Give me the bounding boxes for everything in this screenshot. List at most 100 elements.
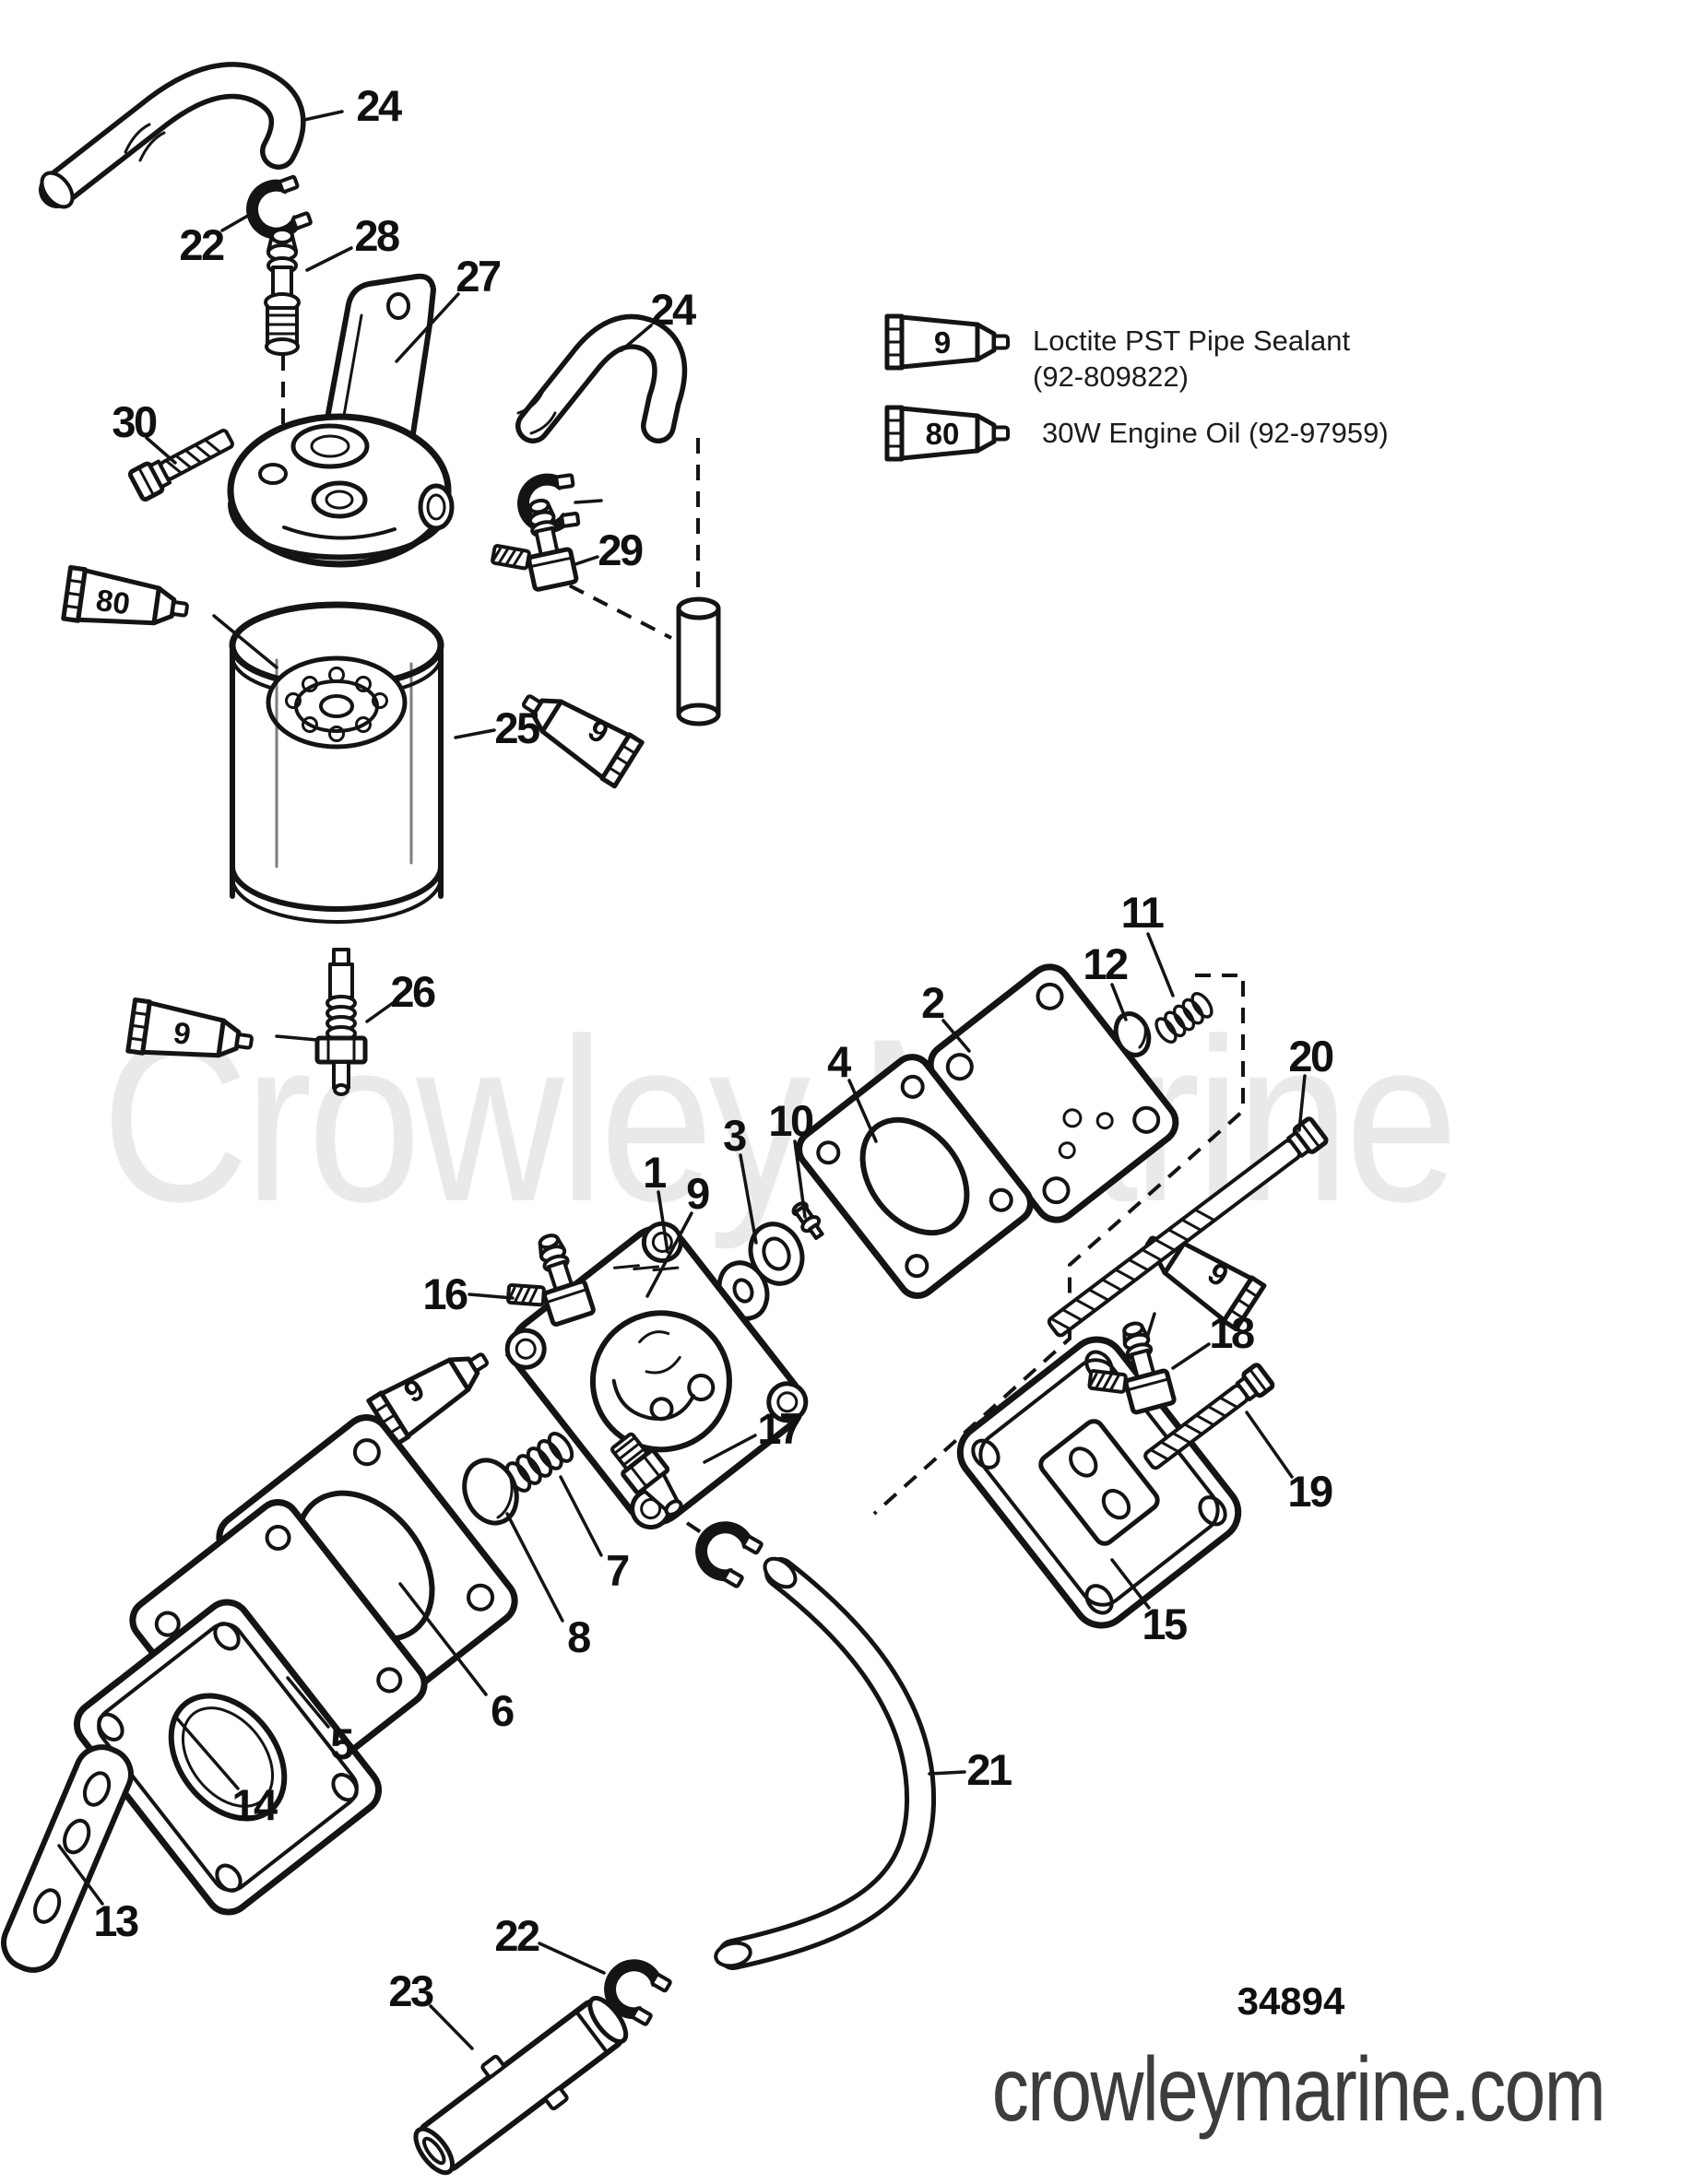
fitting-26 [314, 948, 368, 1096]
callout-leader-20 [1297, 1074, 1307, 1132]
clamp-mid-leader [574, 499, 603, 504]
callout-29: 29 [574, 525, 645, 574]
callout-number-21: 21 [966, 1745, 1012, 1794]
legend-code-9: 9 [934, 325, 951, 360]
callout-leader-13 [57, 1844, 104, 1906]
callout-18: 18 [1171, 1308, 1256, 1370]
callout-28: 28 [305, 211, 401, 272]
callout-17: 17 [703, 1404, 804, 1464]
callout-leader-19 [1245, 1411, 1294, 1479]
callout-number-26: 26 [390, 967, 435, 1016]
callout-leader-22 [538, 1942, 606, 1975]
callout-number-4: 4 [827, 1037, 851, 1086]
legend-text-oil: 30W Engine Oil (92-97959) [1042, 417, 1389, 449]
dash-to-stub [545, 572, 672, 640]
tube9a-leader [275, 1034, 319, 1042]
callout-number-10: 10 [768, 1096, 813, 1145]
callout-number-19: 19 [1287, 1467, 1332, 1516]
callout-14: 14 [175, 1717, 279, 1829]
callout-20: 20 [1288, 1032, 1335, 1132]
callout-24: 24 [302, 81, 404, 130]
callout-number-16: 16 [422, 1269, 468, 1318]
callout-13: 13 [57, 1844, 140, 1945]
legend: 9 Loctite PST Pipe Sealant (92-809822) 8… [887, 316, 1389, 459]
callout-leader-7 [559, 1475, 603, 1557]
hose-break-mark [124, 123, 166, 162]
site-url-text: crowleymarine.com [992, 2038, 1604, 2139]
callout-leader-10 [793, 1139, 807, 1219]
callout-leader-6 [398, 1582, 488, 1696]
tube80-leader [212, 614, 278, 669]
callout-10: 10 [768, 1096, 815, 1219]
callout-leader-17 [703, 1434, 757, 1464]
callout-number-6: 6 [491, 1686, 514, 1735]
callout-leader-8 [505, 1512, 564, 1623]
callout-5: 5 [286, 1676, 356, 1768]
callout-leader-4 [847, 1079, 878, 1143]
callout-number-1: 1 [643, 1148, 666, 1197]
callout-number-14: 14 [231, 1780, 278, 1829]
callout-leader-15 [1110, 1558, 1151, 1610]
callout-number-20: 20 [1288, 1032, 1333, 1080]
callout-1: 1 [643, 1148, 669, 1254]
callout-9: 9 [645, 1169, 712, 1298]
callout-number-30: 30 [112, 397, 157, 446]
callout-number-29: 29 [598, 525, 643, 574]
callout-number-18: 18 [1209, 1308, 1254, 1357]
oil-filter-25 [229, 601, 444, 924]
callout-number-27: 27 [456, 252, 501, 301]
callout-number-13: 13 [93, 1896, 138, 1945]
callout-3: 3 [723, 1111, 758, 1245]
callout-2: 2 [921, 978, 971, 1053]
callout-number-8: 8 [567, 1612, 590, 1661]
legend-code-80: 80 [926, 417, 960, 451]
callout-leader-18 [1171, 1342, 1211, 1370]
callout-15: 15 [1110, 1558, 1189, 1648]
callout-number-24: 24 [650, 285, 696, 334]
callout-number-3: 3 [723, 1111, 746, 1160]
callout-leader-30 [145, 436, 177, 465]
gasket-4 [796, 1054, 1034, 1299]
callout-12: 12 [1083, 939, 1130, 1021]
fitting-17 [610, 1432, 683, 1517]
callout-number-22: 22 [179, 220, 224, 269]
dash-boundary [872, 974, 1245, 1516]
callout-leader-12 [1110, 983, 1128, 1021]
bolt-20 [1047, 1116, 1329, 1338]
callout-21: 21 [928, 1745, 1013, 1794]
callout-leader-14 [175, 1717, 240, 1790]
callout-leader-16 [468, 1293, 515, 1300]
callout-number-17: 17 [757, 1404, 802, 1453]
callout-23: 23 [388, 1966, 474, 2050]
hose-24-upper [39, 62, 306, 209]
callout-leader-22 [220, 211, 255, 232]
callout-leader-29 [574, 555, 599, 566]
callout-leader-11 [1146, 932, 1175, 998]
callout-11: 11 [1121, 888, 1175, 998]
callout-leader-26 [365, 1001, 395, 1023]
callout-number-9: 9 [686, 1169, 709, 1218]
dash-fitting17-hose [685, 1521, 714, 1541]
legend-text-loctite: Loctite PST Pipe Sealant [1033, 325, 1350, 357]
callout-number-23: 23 [388, 1966, 433, 2015]
plug-12-detail [1138, 1025, 1147, 1049]
pump-base-15 [956, 1336, 1242, 1629]
washer-10 [748, 1222, 805, 1286]
callout-number-11: 11 [1121, 888, 1164, 937]
callout-16: 16 [422, 1269, 515, 1318]
callout-leader-24 [302, 110, 344, 122]
callout-24: 24 [620, 285, 698, 352]
callout-number-12: 12 [1083, 939, 1128, 988]
tube-code-9: 9 [172, 1015, 193, 1051]
callout-30: 30 [112, 397, 177, 465]
callout-22: 22 [494, 1911, 606, 1975]
callout-leader-24 [620, 324, 653, 352]
callout-leader-3 [739, 1153, 758, 1245]
screw-19 [1143, 1363, 1275, 1470]
callout-number-15: 15 [1142, 1600, 1187, 1648]
diagram-number: 34894 [1237, 1979, 1345, 2023]
callout-26: 26 [365, 967, 437, 1023]
callout-leader-2 [941, 1019, 971, 1053]
